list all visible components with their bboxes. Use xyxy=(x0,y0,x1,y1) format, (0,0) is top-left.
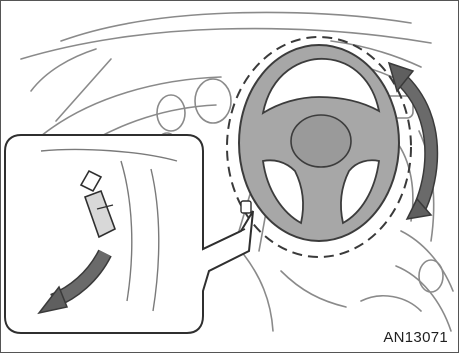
lever-detail-inset xyxy=(5,135,253,333)
steering-wheel xyxy=(227,37,411,257)
figure-code-label: AN13071 xyxy=(383,329,448,346)
steering-wheel-hub xyxy=(291,115,351,167)
column-lever xyxy=(241,201,251,213)
